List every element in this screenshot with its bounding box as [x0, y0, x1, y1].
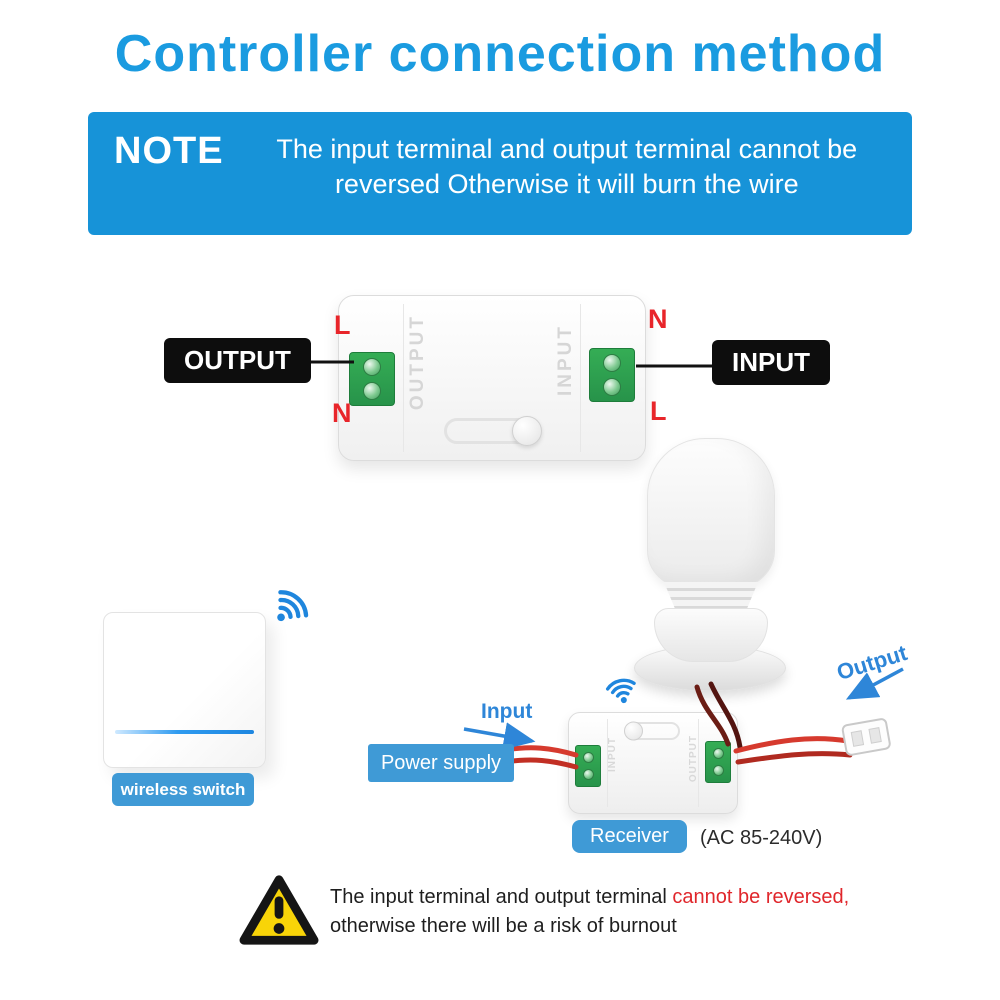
wireless-switch-panel: [103, 612, 266, 768]
wire-connector: [841, 718, 891, 756]
warning-triangle-icon: [238, 872, 320, 953]
switch-indicator-line: [115, 730, 254, 734]
terminal-screw: [582, 752, 594, 763]
led-bulb: [647, 438, 775, 588]
terminal-screw: [582, 769, 594, 780]
input-direction-label: Input: [481, 700, 533, 723]
note-text: The input terminal and output terminal c…: [240, 132, 894, 235]
output-terminal-block: [349, 352, 395, 406]
terminal-screw: [363, 381, 381, 400]
wireless-switch-label: wireless switch: [112, 773, 254, 806]
device-input-print: INPUT: [555, 324, 576, 396]
page-title: Controller connection method: [114, 25, 886, 83]
warning-text-black: The input terminal and output terminal: [330, 886, 673, 908]
output-tag: OUTPUT: [164, 338, 311, 383]
receiver-output-print: OUTPUT: [688, 735, 699, 783]
output-direction-label: Output: [833, 640, 911, 686]
warning-text-red: cannot be reversed,: [672, 886, 850, 908]
receiver-output-terminal: [705, 741, 731, 783]
receiver-input-print: INPUT: [607, 737, 618, 772]
controller-device: OUTPUT INPUT: [338, 295, 646, 461]
power-supply-label: Power supply: [368, 744, 514, 782]
device-output-print: OUTPUT: [407, 314, 428, 411]
reset-button: [624, 721, 643, 741]
warning-line-2: otherwise there will be a risk of burnou…: [330, 915, 677, 937]
note-line-1: The input terminal and output terminal c…: [276, 134, 858, 164]
voltage-rating: (AC 85-240V): [700, 827, 823, 849]
note-line-2: reversed Otherwise it will burn the wire: [334, 168, 799, 199]
output-wire: [733, 736, 851, 754]
receiver-input-terminal: [575, 745, 601, 787]
terminal-letter-N: N: [648, 304, 668, 334]
terminal-screw: [603, 354, 621, 373]
input-terminal-block: [589, 348, 635, 402]
lamp-holder-cup: [654, 608, 768, 662]
output-wire: [735, 751, 853, 765]
wifi-icon: [601, 671, 643, 713]
terminal-screw: [712, 748, 724, 759]
note-banner: NOTE The input terminal and output termi…: [88, 112, 912, 235]
input-arrow: [463, 722, 536, 750]
warning-line-1: The input terminal and output terminal c…: [330, 883, 910, 912]
reset-slot: [624, 721, 680, 741]
terminal-letter-N: N: [332, 398, 352, 428]
input-tag: INPUT: [712, 340, 830, 385]
terminal-letter-L: L: [334, 310, 351, 340]
receiver-device: INPUT OUTPUT: [568, 712, 738, 814]
terminal-screw: [363, 358, 381, 377]
note-label: NOTE: [114, 130, 224, 172]
terminal-screw: [603, 377, 621, 396]
terminal-letter-L: L: [650, 396, 667, 426]
reset-button: [512, 416, 542, 446]
reset-slot: [444, 416, 542, 446]
terminal-screw: [712, 765, 724, 776]
receiver-label: Receiver: [572, 820, 687, 853]
warning-text: The input terminal and output terminal c…: [330, 883, 910, 941]
wifi-icon: [257, 576, 321, 640]
